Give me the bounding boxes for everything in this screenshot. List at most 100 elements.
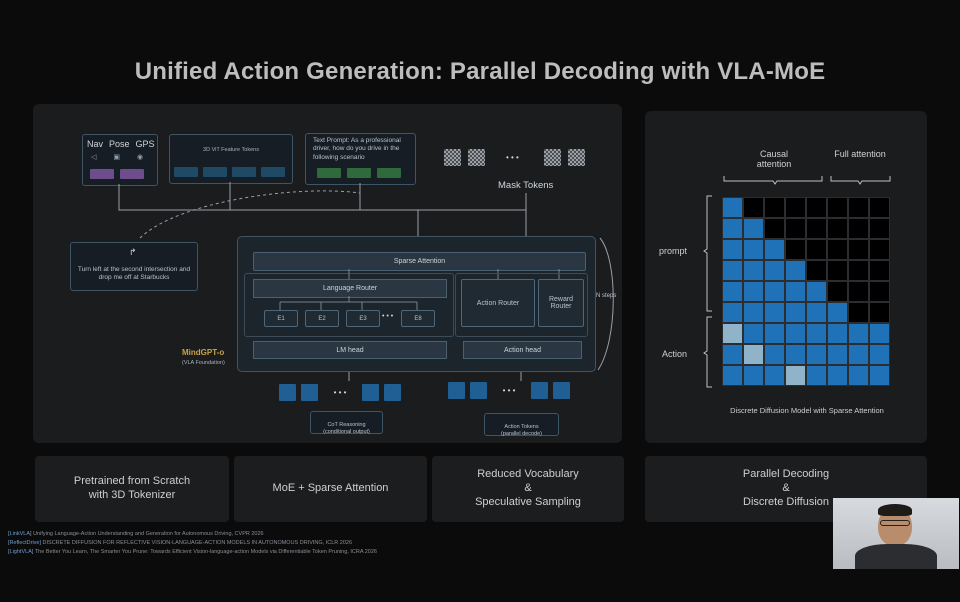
attention-cell bbox=[827, 302, 848, 323]
expert-e3: E3 bbox=[346, 310, 380, 327]
expert-e2: E2 bbox=[305, 310, 339, 327]
gps-icon: ◉ bbox=[137, 154, 144, 161]
output-token bbox=[362, 384, 379, 401]
attention-matrix bbox=[722, 197, 890, 386]
attention-cell bbox=[869, 239, 890, 260]
mask-token bbox=[544, 149, 561, 166]
output-token bbox=[384, 384, 401, 401]
prompt-label: prompt bbox=[659, 246, 688, 256]
text-prompt-label: Text Prompt: As a professional driver, h… bbox=[313, 137, 401, 161]
attention-cell bbox=[764, 239, 785, 260]
attention-cell bbox=[785, 344, 806, 365]
attention-cell bbox=[806, 260, 827, 281]
attention-cell bbox=[869, 281, 890, 302]
attention-cell bbox=[743, 281, 764, 302]
attention-cell bbox=[806, 344, 827, 365]
reward-router: Reward Router bbox=[538, 279, 584, 327]
attention-cell bbox=[743, 239, 764, 260]
attention-cell bbox=[806, 365, 827, 386]
attention-cell bbox=[743, 218, 764, 239]
reference-3: [LightVLA] The Better You Learn, The Sma… bbox=[8, 549, 377, 555]
attention-cell bbox=[827, 197, 848, 218]
attention-cell bbox=[764, 323, 785, 344]
attention-cell bbox=[722, 239, 743, 260]
attention-cell bbox=[869, 260, 890, 281]
attention-cell bbox=[743, 302, 764, 323]
vit-token bbox=[174, 167, 198, 177]
instruction-label: Turn left at the second intersection and… bbox=[77, 266, 191, 282]
attention-cell bbox=[743, 197, 764, 218]
action-output-tokens: • • • bbox=[448, 382, 570, 399]
attention-cell bbox=[869, 344, 890, 365]
attention-cell bbox=[827, 344, 848, 365]
attention-cell bbox=[743, 365, 764, 386]
attention-cell bbox=[764, 302, 785, 323]
attention-cell bbox=[785, 239, 806, 260]
action-branch bbox=[455, 273, 588, 337]
attention-cell bbox=[848, 323, 869, 344]
attention-cell bbox=[785, 218, 806, 239]
output-token bbox=[448, 382, 465, 399]
reference-2: [ReflectDrive] DISCRETE DIFFUSION FOR RE… bbox=[8, 540, 353, 546]
slide-title: Unified Action Generation: Parallel Deco… bbox=[134, 58, 826, 85]
sparse-attention-bar: Sparse Attention bbox=[253, 252, 586, 271]
turn-icon: ↱ bbox=[129, 247, 137, 257]
presenter-hair bbox=[878, 504, 912, 516]
attention-cell bbox=[848, 218, 869, 239]
attention-cell bbox=[869, 302, 890, 323]
attention-cell bbox=[722, 344, 743, 365]
presenter-body bbox=[855, 544, 937, 569]
cot-reasoning-box: CoT Reasoning (conditional output) bbox=[310, 411, 383, 435]
mask-token bbox=[468, 149, 485, 166]
attention-cell bbox=[785, 260, 806, 281]
mask-token bbox=[568, 149, 585, 166]
output-token bbox=[470, 382, 487, 399]
attention-cell bbox=[848, 365, 869, 386]
vit-token bbox=[232, 167, 256, 177]
action-head: Action head bbox=[463, 341, 582, 359]
vit-label: 3D ViT Feature Tokens bbox=[203, 147, 259, 153]
pose-label: Pose bbox=[109, 139, 130, 149]
attention-cell bbox=[722, 218, 743, 239]
cot-output-tokens: • • • bbox=[279, 384, 401, 401]
causal-attention-label: Causal attention bbox=[756, 149, 792, 169]
attention-cell bbox=[764, 218, 785, 239]
mask-ellipsis: • • • bbox=[506, 153, 519, 162]
action-label: Action bbox=[662, 349, 688, 359]
full-attention-label: Full attention bbox=[834, 149, 886, 159]
attention-cell bbox=[827, 239, 848, 260]
card-pretrained: Pretrained from Scratch with 3D Tokenize… bbox=[35, 456, 229, 522]
attention-cell bbox=[722, 197, 743, 218]
attention-cell bbox=[806, 239, 827, 260]
webcam-thumbnail[interactable] bbox=[833, 498, 959, 569]
attention-cell bbox=[764, 260, 785, 281]
presenter-glasses bbox=[880, 520, 910, 526]
card-parallel-decoding: Parallel Decoding & Discrete Diffusion bbox=[645, 456, 927, 522]
expert-e8: E8 bbox=[401, 310, 435, 327]
mask-tokens-label: Mask Tokens bbox=[498, 180, 554, 191]
attention-cell bbox=[764, 365, 785, 386]
sparse-attention-label: Sparse Attention bbox=[393, 258, 446, 265]
action-ellipsis: • • • bbox=[502, 386, 516, 395]
attention-cell bbox=[827, 218, 848, 239]
attention-cell bbox=[869, 218, 890, 239]
text-token bbox=[377, 168, 401, 178]
model-subtitle: (VLA Foundation) bbox=[182, 360, 225, 366]
vit-feature-box: 3D ViT Feature Tokens bbox=[169, 134, 293, 184]
attention-cell bbox=[848, 239, 869, 260]
attention-cell bbox=[785, 323, 806, 344]
model-name: MindGPT-o bbox=[182, 348, 225, 357]
language-router: Language Router bbox=[253, 279, 447, 298]
output-token bbox=[279, 384, 296, 401]
attention-cell bbox=[806, 218, 827, 239]
attention-cell bbox=[743, 344, 764, 365]
nav-label: Nav bbox=[87, 139, 104, 149]
nav-icon: ◁ bbox=[91, 154, 97, 161]
language-router-label: Language Router bbox=[322, 285, 378, 292]
attention-cell bbox=[827, 260, 848, 281]
attention-cell bbox=[764, 197, 785, 218]
attention-cell bbox=[785, 281, 806, 302]
attention-cell bbox=[806, 302, 827, 323]
